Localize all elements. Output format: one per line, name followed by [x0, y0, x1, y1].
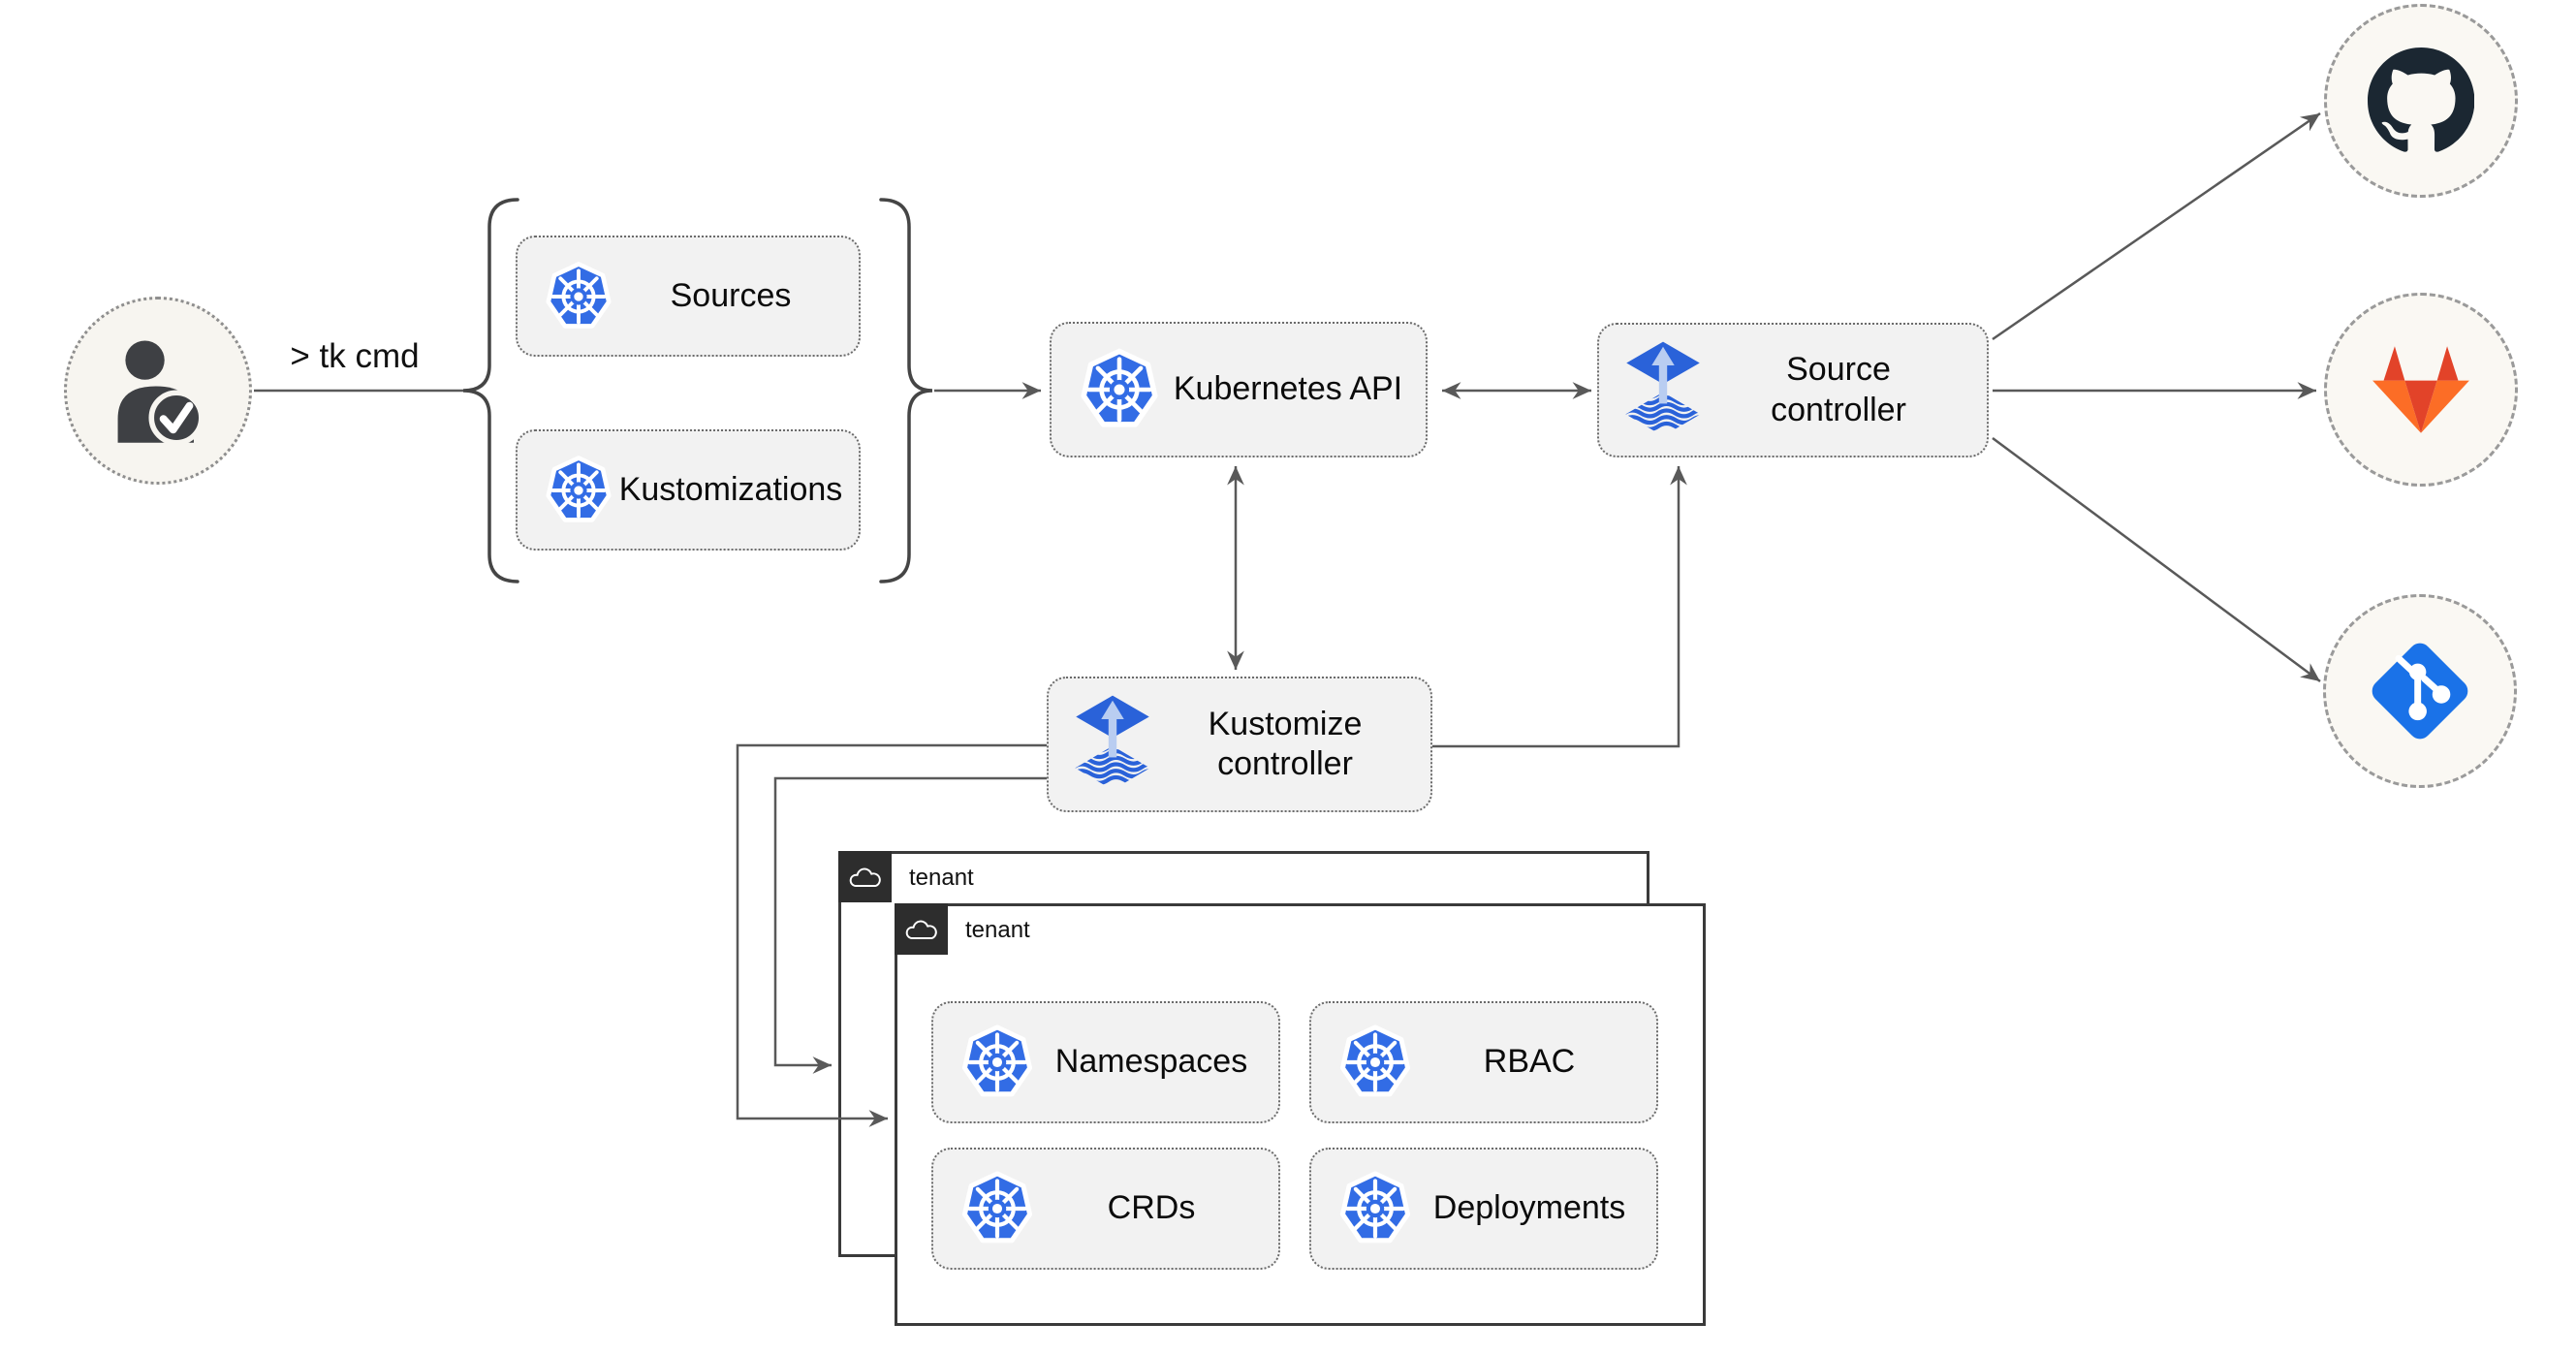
user-circle — [64, 297, 252, 485]
sources-label: Sources — [670, 276, 792, 314]
rbac-node: RBAC — [1309, 1001, 1658, 1123]
kubernetes-icon — [1339, 1171, 1411, 1244]
git-branch-icon — [2372, 643, 2468, 740]
tenant-box-front: tenant Namespaces — [895, 903, 1706, 1326]
kubernetes-icon — [1081, 348, 1158, 427]
kubernetes-api-label: Kubernetes API — [1173, 370, 1403, 408]
right-brace — [879, 198, 933, 583]
github-circle — [2324, 4, 2518, 198]
left-brace — [462, 198, 519, 583]
github-octocat-icon — [2368, 47, 2474, 152]
user-check-icon — [117, 340, 204, 445]
kustomize-controller-node: Kustomize controller — [1047, 677, 1432, 812]
gitlab-circle — [2324, 293, 2518, 487]
rbac-label: RBAC — [1483, 1043, 1576, 1081]
kubernetes-icon — [961, 1171, 1033, 1244]
tenant-front-label: tenant — [965, 917, 1030, 943]
tk-command-label: > tk cmd — [290, 337, 420, 375]
sources-node: Sources — [516, 236, 861, 357]
crds-label: CRDs — [1107, 1189, 1196, 1227]
kustomize-controller-label: Kustomize controller — [1208, 705, 1363, 782]
edge-source-to-git — [1992, 436, 2321, 683]
kustomizations-label: Kustomizations — [618, 470, 843, 508]
namespaces-label: Namespaces — [1054, 1043, 1248, 1081]
flux-icon — [1625, 341, 1701, 431]
kubernetes-icon — [961, 1024, 1033, 1097]
source-controller-node: Source controller — [1597, 323, 1989, 457]
edge-kustomize-to-source — [1432, 466, 1687, 748]
deployments-label: Deployments — [1432, 1189, 1626, 1227]
kubernetes-icon — [1339, 1024, 1411, 1097]
kubernetes-api-node: Kubernetes API — [1050, 322, 1428, 457]
deployments-node: Deployments — [1309, 1148, 1658, 1270]
cloud-icon — [895, 903, 948, 955]
gitlab-tanuki-icon — [2372, 346, 2469, 433]
namespaces-node: Namespaces — [931, 1001, 1280, 1123]
tenant-back-label: tenant — [909, 865, 974, 891]
cloud-icon — [838, 851, 892, 902]
flux-icon — [1075, 695, 1150, 785]
edge-source-to-github — [1992, 111, 2321, 341]
git-circle — [2323, 594, 2517, 788]
kubernetes-icon — [546, 261, 612, 329]
source-controller-label: Source controller — [1771, 351, 1906, 428]
crds-node: CRDs — [931, 1148, 1280, 1270]
kubernetes-icon — [546, 455, 612, 522]
kustomizations-node: Kustomizations — [516, 429, 861, 551]
